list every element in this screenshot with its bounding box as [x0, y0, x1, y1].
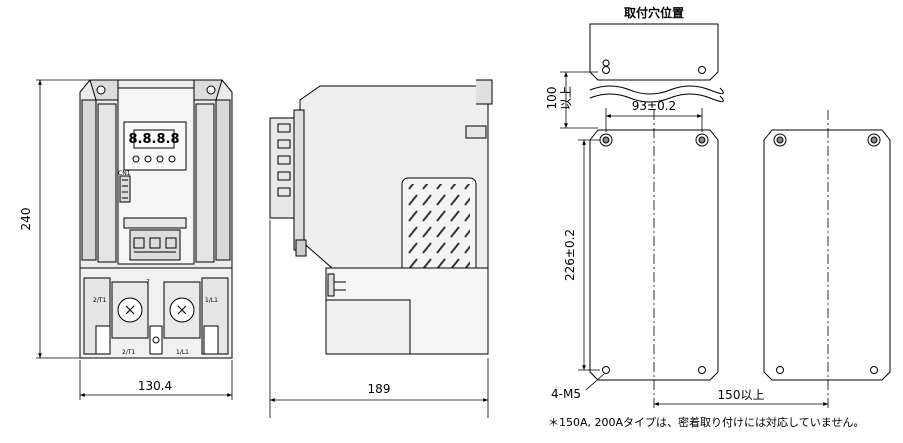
connector-label: CN1 — [118, 170, 131, 177]
depth-dimension: 189 — [368, 382, 391, 396]
mounting-dimensions — [560, 71, 828, 406]
terminal-left-top: 2/T1 — [93, 297, 107, 304]
terminal-right-top: 1/L1 — [205, 297, 218, 304]
screw-spec: 4-M5 — [551, 387, 581, 401]
footnote: ＊150A, 200Aタイプは、密着取り付けには対応していません。 — [548, 415, 864, 429]
hole-pitch-top: 93±0.2 — [632, 99, 676, 113]
terminal-left-bottom: 2/T1 — [122, 349, 136, 356]
width-dimension: 130.4 — [138, 379, 172, 393]
side-view — [269, 79, 493, 355]
side-dimensions — [269, 220, 489, 418]
side-spacing: 150以上 — [718, 388, 765, 402]
front-view — [79, 79, 233, 359]
centerlines — [653, 110, 829, 410]
height-dimension: 240 — [19, 208, 33, 231]
clearance-value: 100 — [545, 87, 559, 110]
page-title: 取付穴位置 — [624, 5, 684, 20]
mounting-diagram — [589, 23, 891, 381]
display-digits: 8.8.8.8 — [129, 132, 180, 147]
terminal-right-bottom: 1/L1 — [176, 349, 189, 356]
front-dimensions — [36, 79, 233, 400]
clearance-unit: 以上 — [559, 86, 573, 110]
hole-pitch-vertical: 226±0.2 — [563, 229, 577, 281]
marker-label: 7 — [146, 279, 150, 286]
